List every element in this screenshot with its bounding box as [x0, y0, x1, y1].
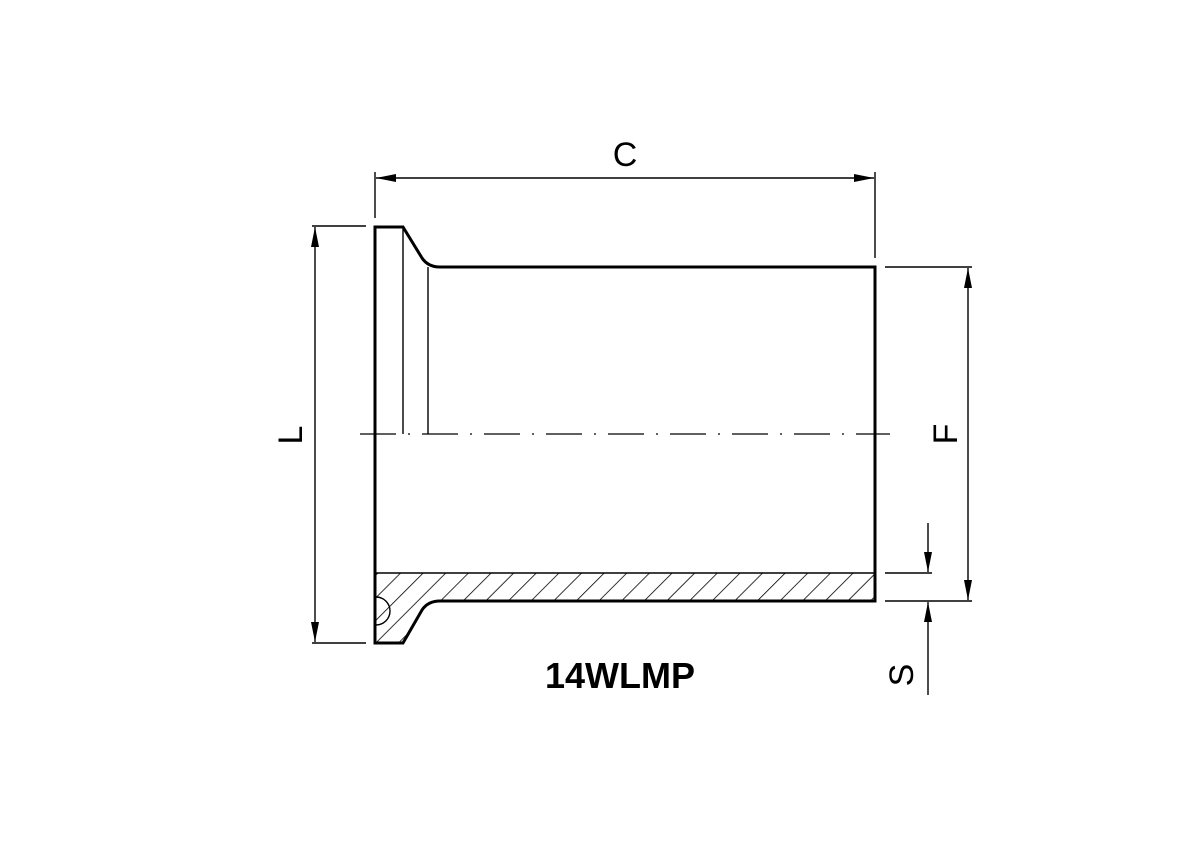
- dimension-l: [311, 225, 366, 644]
- outer-outline: [373, 225, 877, 645]
- dimension-f-label: F: [927, 424, 965, 445]
- dimension-f: [885, 266, 972, 602]
- stub-end-body: [373, 225, 877, 645]
- weld-bead: [375, 596, 391, 626]
- section-hatch: [376, 573, 875, 643]
- dimension-c-label: C: [613, 136, 638, 174]
- dimension-c: [374, 172, 876, 258]
- part-code-label: 14WLMP: [545, 655, 695, 696]
- dimension-s: [885, 523, 932, 695]
- dimension-s-label: S: [883, 664, 921, 687]
- dimension-l-label: L: [272, 426, 310, 445]
